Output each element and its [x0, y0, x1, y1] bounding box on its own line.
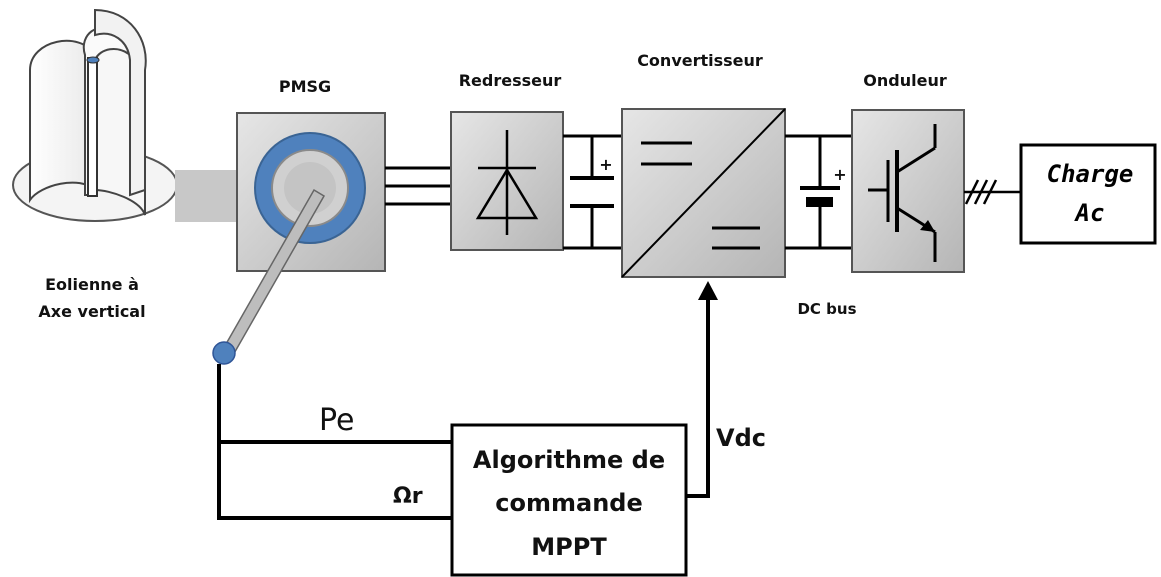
ac-lines-pmsg-rectifier	[385, 166, 451, 206]
dc-dc-converter-block	[621, 108, 786, 278]
pmsg-label: PMSG	[279, 77, 331, 96]
rectifier-label: Redresseur	[459, 71, 562, 90]
turbine-label-line2: Axe vertical	[38, 302, 145, 321]
mppt-label-line3: MPPT	[531, 533, 607, 561]
inverter-block	[851, 109, 965, 273]
pmsg-block	[236, 112, 386, 272]
load-label-line2: Ac	[1074, 199, 1105, 227]
dc-bus-capacitor-2	[785, 134, 852, 250]
load-label-line1: Charge	[1047, 160, 1134, 188]
dc-bus-capacitor-plate	[806, 197, 833, 207]
mppt-controller-block	[450, 423, 688, 577]
inverter-label: Onduleur	[863, 71, 947, 90]
mppt-label-line2: commande	[495, 489, 642, 517]
ac-output-line	[964, 179, 1021, 205]
ac-load-block	[1019, 143, 1157, 245]
speed-sensor-arm	[212, 188, 326, 365]
dc-bus-label: DC bus	[797, 300, 856, 318]
converter-label: Convertisseur	[637, 51, 763, 70]
turbine-label-line1: Eolienne à	[45, 275, 139, 294]
turbine-shaft	[175, 170, 237, 222]
dc-link-capacitor-1	[563, 134, 622, 250]
vertical-axis-turbine	[12, 8, 178, 222]
plus-sign-1: +	[599, 155, 612, 174]
vdc-arrow-head	[698, 281, 718, 300]
control-wiring	[217, 296, 710, 520]
omega-r-signal-label: Ωr	[393, 484, 423, 509]
vdc-signal-label: Vdc	[716, 424, 766, 452]
rectifier-block	[450, 111, 564, 251]
mppt-label-line1: Algorithme de	[473, 446, 665, 474]
pe-signal-label: Pe	[319, 403, 354, 438]
plus-sign-2: +	[833, 165, 846, 184]
